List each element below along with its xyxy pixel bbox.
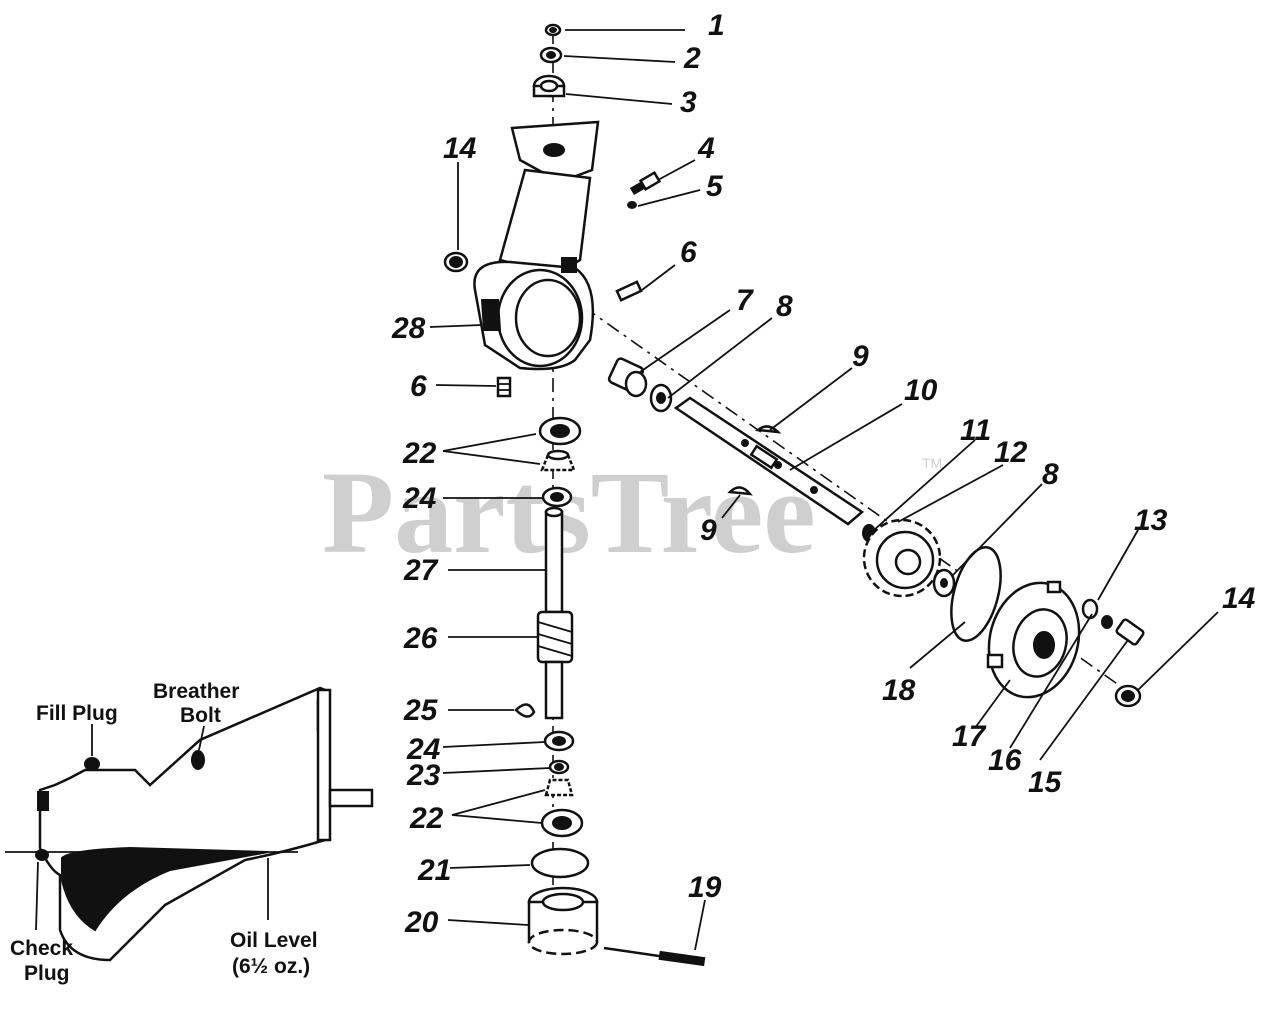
inset-fill-plug-label: Fill Plug (36, 702, 118, 725)
callout-9-top: 9 (852, 340, 869, 373)
callout-21: 21 (417, 854, 451, 887)
callout-16: 16 (988, 744, 1022, 777)
callout-17: 17 (952, 720, 987, 753)
inset-oil-label-2: (6½ oz.) (232, 955, 310, 978)
key-25 (514, 703, 536, 718)
o-ring-21 (530, 847, 590, 879)
watermark-trademark: TM (922, 455, 942, 471)
callout-10: 10 (904, 374, 938, 407)
leader-lines (429, 29, 1219, 951)
callout-14-left: 14 (443, 132, 477, 165)
callout-18: 18 (882, 674, 916, 707)
spacer-24-bottom (543, 730, 575, 752)
callout-22-top: 22 (402, 437, 437, 470)
shaft-27 (544, 506, 564, 614)
bottom-cap-20 (527, 886, 599, 956)
washer-23 (548, 759, 570, 775)
washer-8-left (649, 383, 673, 413)
callout-14-right: 14 (1222, 582, 1256, 615)
set-screw-6-right (615, 280, 643, 302)
callout-1: 1 (708, 9, 725, 42)
callout-numbers: 1 2 3 4 5 6 7 8 9 10 11 12 8 9 13 14 14 … (391, 9, 1256, 939)
callout-6-right: 6 (680, 236, 697, 269)
inset-breather-label-2: Bolt (180, 704, 221, 727)
bearing-cup-22-top (538, 416, 582, 446)
axle-10 (673, 396, 865, 526)
callout-9-bottom: 9 (700, 514, 717, 547)
inset-check-label-1: Check (10, 937, 73, 960)
callout-27: 27 (403, 554, 439, 587)
screw-4 (629, 170, 662, 195)
oil-level-inset: Fill Plug Breather Bolt Check Plug Oil L… (5, 680, 374, 985)
washer-8-right (932, 568, 956, 598)
washer-5 (627, 201, 637, 209)
gear-12 (862, 518, 942, 598)
callout-22-bottom: 22 (409, 802, 444, 835)
side-cover-17 (986, 580, 1081, 699)
callout-23: 23 (406, 759, 441, 792)
key-9-top (754, 425, 782, 434)
callout-6-left: 6 (410, 370, 427, 403)
callout-28: 28 (391, 312, 426, 345)
callout-15: 15 (1028, 766, 1063, 799)
callout-3: 3 (680, 86, 697, 119)
bushing-3 (532, 74, 566, 98)
callout-26: 26 (403, 622, 438, 655)
inset-breather-label-1: Breather (153, 680, 239, 703)
washer-2 (539, 46, 563, 64)
callout-20: 20 (404, 906, 439, 939)
callout-19: 19 (688, 871, 722, 904)
callout-25: 25 (403, 694, 439, 727)
callout-24-bottom: 24 (406, 733, 441, 766)
callout-8-right: 8 (1042, 458, 1059, 491)
bearing-7 (607, 357, 648, 398)
o-ring-18 (950, 546, 1002, 642)
plug-14-right (1114, 684, 1142, 708)
callout-11: 11 (960, 414, 991, 447)
worm-gear-26 (536, 610, 574, 720)
key-9-bottom (727, 486, 753, 496)
callout-8-left: 8 (776, 290, 793, 323)
callout-24-top: 24 (402, 482, 437, 515)
bearing-cone-22-bottom (544, 778, 574, 797)
screw-15 (1115, 618, 1145, 646)
callout-7: 7 (736, 284, 754, 317)
bearing-cup-22-bottom (540, 808, 584, 838)
spacer-24-top (541, 486, 573, 508)
callout-5: 5 (706, 170, 724, 203)
callout-12: 12 (994, 436, 1028, 469)
callout-2: 2 (683, 42, 701, 75)
inset-check-label-2: Plug (24, 962, 70, 985)
bolt-19 (603, 946, 706, 967)
bearing-cone-22-top (540, 449, 576, 472)
inset-oil-label-1: Oil Level (230, 929, 318, 952)
plug-14-left (443, 251, 469, 273)
nut-1 (544, 23, 562, 37)
gear-housing-28 (473, 120, 600, 371)
callout-4: 4 (697, 132, 715, 165)
washer-16 (1101, 615, 1113, 629)
washer-13 (1081, 598, 1099, 620)
callout-13: 13 (1134, 504, 1168, 537)
set-screw-6-bottom (496, 376, 512, 398)
